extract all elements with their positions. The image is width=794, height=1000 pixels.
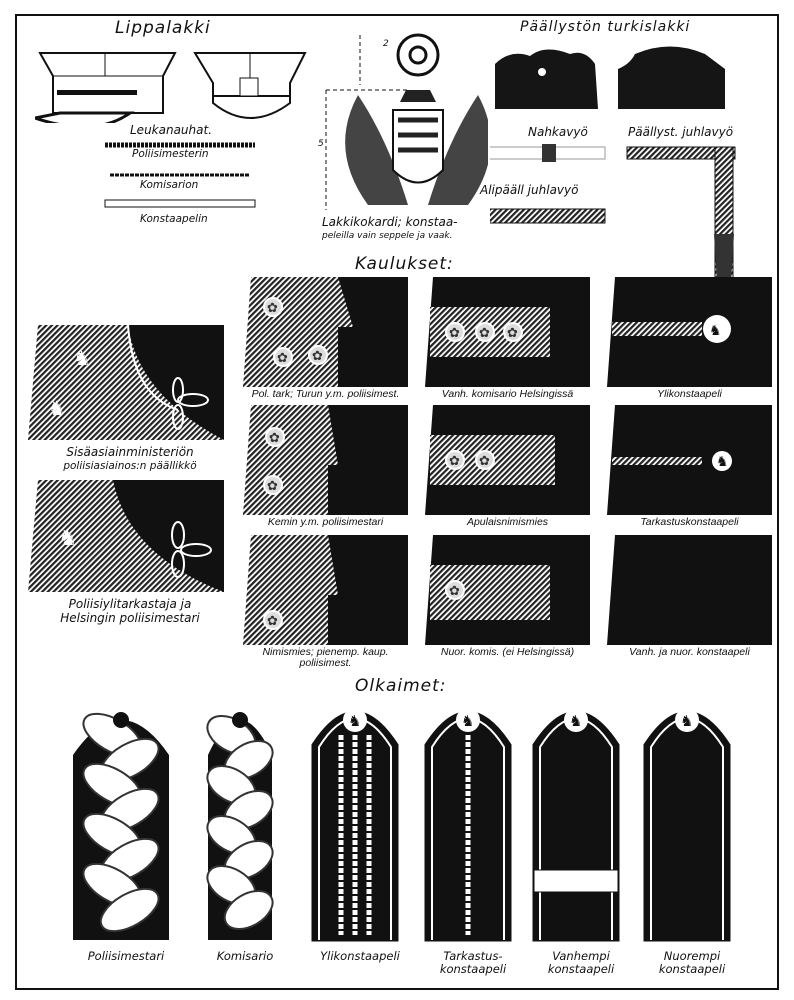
shoulder-boards-title: Olkaimet:: [355, 676, 447, 696]
collar-patch: ✿: [425, 535, 590, 645]
svg-text:♞: ♞: [58, 526, 78, 551]
shoulder-board: [73, 712, 169, 940]
collar-patch: ✿✿: [243, 405, 408, 515]
collar-large: ♞: [28, 480, 224, 592]
collar-label-line2: poliisiasiainos:n päällikkö: [63, 460, 197, 472]
collar-label: Vanh. komisario Helsingissä: [441, 388, 574, 400]
collar-label: Vanh. ja nuor. konstaapeli: [629, 646, 750, 658]
peaked-caps-illustration: [35, 52, 307, 123]
svg-text:♞: ♞: [48, 396, 66, 420]
collar-large: ♞♞: [28, 325, 224, 440]
collar-label-line1: Poliisiylitarkastaja ja: [68, 597, 192, 611]
svg-text:✿: ✿: [449, 584, 460, 599]
chinstraps-title: Leukanauhat.: [130, 123, 213, 137]
collar-label: Kemin y.m. poliisimestari: [267, 516, 384, 528]
collar-patch: [607, 535, 772, 645]
collar-label-line1: Sisäasiainministeriön: [66, 445, 194, 459]
strap-label: Poliisimesterin: [132, 148, 209, 160]
cockade-caption-2: peleilla vain seppele ja vaak.: [322, 231, 453, 241]
svg-text:✿: ✿: [277, 351, 288, 366]
svg-text:✿: ✿: [507, 326, 518, 341]
cockade-dim-small: 2: [383, 39, 389, 49]
collars-title: Kaulukset:: [355, 254, 454, 274]
shoulder-board-label: konstaapeli: [547, 962, 615, 976]
svg-text:♞: ♞: [73, 346, 91, 370]
leather-belt-label: Nahkavyö: [528, 125, 588, 139]
collar-patch: ✿: [243, 535, 408, 645]
strap-label: Konstaapelin: [140, 213, 208, 225]
shoulder-board: ♞: [424, 708, 512, 942]
fur-cap-title: Päällystön turkislakki: [520, 19, 691, 35]
collar-label-line2: Helsingin poliisimestari: [60, 611, 200, 625]
shoulder-board-label: Vanhempi: [552, 949, 610, 963]
svg-text:✿: ✿: [269, 431, 280, 446]
officer-belt-label: Päällyst. juhlavyö: [628, 125, 734, 139]
shoulder-board-label: Nuorempi: [663, 949, 721, 963]
collar-label: Tarkastuskonstaapeli: [640, 516, 739, 528]
collar-label: Nimismies; pienemp. kaup. poliisimest.: [262, 646, 389, 670]
collar-patch: ♞: [607, 277, 772, 387]
svg-text:♞: ♞: [709, 323, 722, 339]
shoulder-board-label: konstaapeli: [439, 962, 507, 976]
fur-caps-belts-illustration: [490, 46, 736, 299]
collar-label: Apulaisnimismies: [466, 516, 549, 528]
shoulder-board-label: Tarkastus-: [443, 949, 503, 963]
svg-text:♞: ♞: [716, 454, 729, 470]
shoulder-board: ♞: [532, 708, 620, 942]
svg-text:✿: ✿: [267, 614, 278, 629]
collar-patch: ✿✿: [425, 405, 590, 515]
shoulder-board-label: Ylikonstaapeli: [320, 949, 400, 963]
nco-belt-label: Alipääll juhlavyö: [480, 183, 579, 197]
cockade-illustration: [325, 33, 488, 210]
shoulder-board: ♞: [643, 708, 731, 942]
shoulder-board-label: Poliisimestari: [87, 949, 165, 963]
svg-text:♞: ♞: [348, 712, 361, 730]
chinstraps-illustration: [104, 142, 256, 208]
plate-border: [15, 14, 779, 990]
svg-text:✿: ✿: [267, 301, 278, 316]
collar-patch: ♞: [607, 405, 772, 515]
svg-text:♞: ♞: [461, 712, 474, 730]
collar-label: Pol. tark; Turun y.m. poliisimest.: [251, 388, 400, 400]
caps-title: Lippalakki: [115, 18, 211, 38]
collar-patch: ✿ ✿ ✿: [243, 277, 408, 387]
svg-text:♞: ♞: [569, 712, 582, 730]
collar-label: Ylikonstaapeli: [657, 388, 722, 400]
svg-text:♞: ♞: [680, 712, 693, 730]
collar-label: Nuor. komis. (ei Helsingissä): [440, 646, 575, 658]
strap-label: Komisarion: [140, 179, 199, 191]
shoulder-board: [206, 712, 274, 940]
shoulder-board-label: Komisario: [216, 949, 274, 963]
svg-text:✿: ✿: [479, 326, 490, 341]
svg-text:✿: ✿: [449, 326, 460, 341]
collar-patch: ✿ ✿ ✿: [425, 277, 590, 387]
shoulder-board: ♞: [311, 708, 399, 942]
cockade-dim-large: 5: [318, 139, 324, 149]
shoulder-board-label: konstaapeli: [658, 962, 726, 976]
svg-text:✿: ✿: [267, 479, 278, 494]
svg-text:✿: ✿: [479, 454, 490, 469]
cockade-caption: Lakkikokardi; konstaa-: [322, 215, 458, 229]
svg-text:✿: ✿: [312, 349, 323, 364]
svg-text:✿: ✿: [449, 454, 460, 469]
